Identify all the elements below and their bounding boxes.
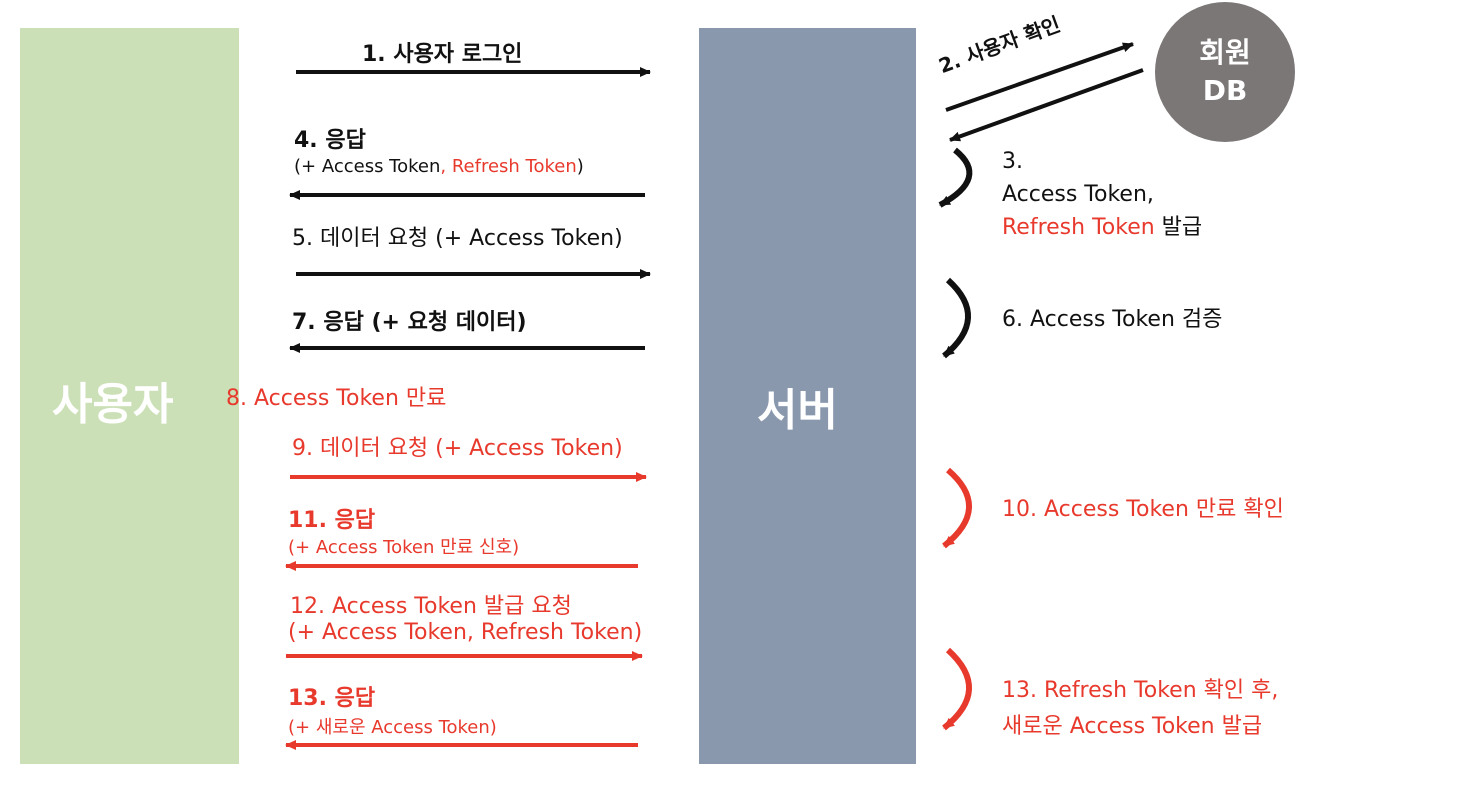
label-step3-issue: 발급 — [1154, 215, 1203, 240]
label-step12-line1: 12. Access Token 발급 요청 — [290, 594, 572, 619]
loop-arrow-step13 — [942, 647, 972, 731]
label-step3-refresh: Refresh Token — [1002, 215, 1155, 240]
label-step3: 3. Access Token, Refresh Token 발급 — [1002, 145, 1202, 244]
label-step4-sub: (+ Access Token, Refresh Token) — [294, 156, 584, 177]
label-step7: 7. 응답 (+ 요청 데이터) — [292, 310, 527, 335]
label-step3-line2: Refresh Token 발급 — [1002, 211, 1202, 244]
label-step12-line2: (+ Access Token, Refresh Token) — [288, 620, 643, 645]
label-step11-sub: (+ Access Token 만료 신호) — [288, 537, 520, 558]
loop-arrow-step10 — [942, 467, 972, 549]
loop-arrow-step3 — [938, 147, 973, 208]
label-step11-title: 11. 응답 — [288, 508, 376, 533]
label-step4-sub-refresh: , Refresh Token — [440, 156, 577, 177]
label-step4-sub-a: (+ Access Token — [294, 156, 441, 177]
member-db-node: 회원 DB — [1155, 2, 1295, 142]
arrow-step2 — [945, 42, 1134, 112]
label-step10: 10. Access Token 만료 확인 — [1002, 497, 1284, 522]
user-label: 사용자 — [52, 379, 174, 430]
label-step3-num: 3. — [1002, 149, 1023, 174]
server-lane — [699, 28, 916, 764]
user-lane — [20, 28, 239, 764]
db-label-line1: 회원 — [1199, 36, 1251, 69]
label-step9: 9. 데이터 요청 (+ Access Token) — [292, 436, 623, 461]
label-step13-sub: (+ 새로운 Access Token) — [288, 717, 497, 738]
label-step1: 1. 사용자 로그인 — [362, 42, 523, 67]
server-label: 서버 — [757, 385, 838, 436]
label-step8: 8. Access Token 만료 — [226, 386, 447, 411]
label-step13-title: 13. 응답 — [288, 686, 376, 711]
label-step13-server-line2: 새로운 Access Token 발급 — [1002, 714, 1263, 739]
label-step4-sub-c: ) — [576, 156, 584, 177]
db-label-line2: DB — [1202, 74, 1248, 107]
loop-arrow-step6 — [942, 277, 971, 359]
label-step6: 6. Access Token 검증 — [1002, 307, 1223, 332]
label-step13-server: 13. Refresh Token 확인 후, 새로운 Access Token… — [1002, 673, 1278, 745]
label-step4-title: 4. 응답 — [294, 128, 366, 153]
arrow-step3-return — [949, 68, 1144, 142]
label-step5: 5. 데이터 요청 (+ Access Token) — [292, 226, 623, 251]
label-step13-server-line1: 13. Refresh Token 확인 후, — [1002, 678, 1279, 703]
label-step3-line1: Access Token, — [1002, 182, 1154, 207]
